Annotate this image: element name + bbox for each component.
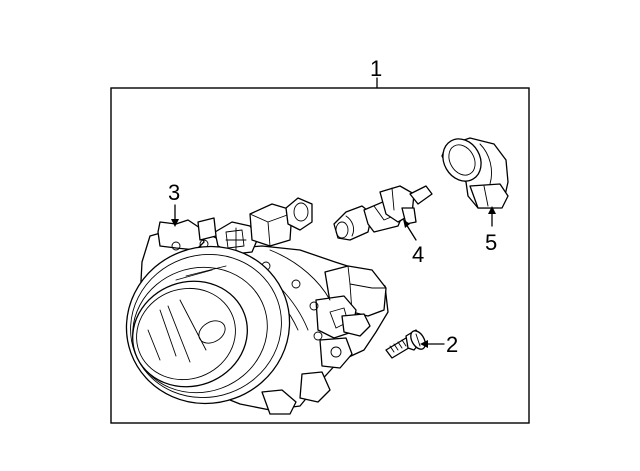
- callout-3: 3: [168, 180, 180, 227]
- bulb: [333, 185, 433, 241]
- callout-3-label: 3: [168, 180, 180, 205]
- callout-2: 2: [420, 332, 458, 357]
- callout-4: 4: [403, 219, 424, 267]
- assembly-frame: [110, 87, 530, 424]
- callout-5-label: 5: [485, 230, 497, 255]
- callout-5: 5: [485, 206, 497, 255]
- callout-2-label: 2: [446, 332, 458, 357]
- callout-1-label: 1: [370, 56, 382, 81]
- callout-4-label: 4: [412, 242, 424, 267]
- fog-lamp-lens: [125, 245, 291, 405]
- socket: [441, 137, 509, 209]
- callout-1: 1: [370, 56, 382, 89]
